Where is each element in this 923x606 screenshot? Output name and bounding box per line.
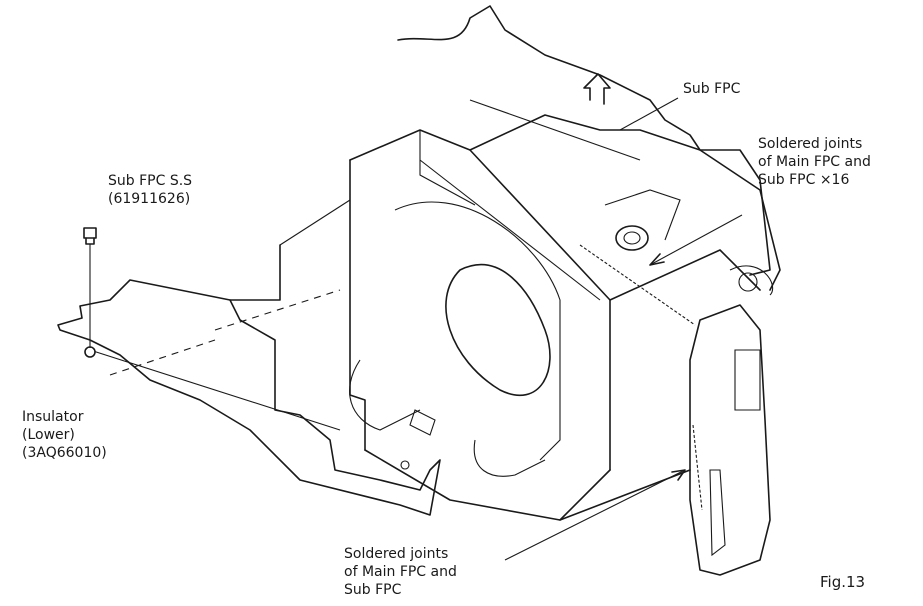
sub-fpc-label: Sub FPC (683, 81, 741, 97)
insulator-line-1: Insulator (22, 409, 84, 425)
top-mount (604, 189, 681, 251)
leader-lines (504, 97, 743, 561)
side-grip (689, 265, 774, 576)
soldered-top-line-3: Sub FPC ×16 (758, 172, 850, 188)
lift-arrow (583, 73, 611, 105)
soldered-bottom-line-3: Sub FPC (344, 582, 402, 598)
soldered-joints-top-label: Soldered joints of Main FPC and Sub FPC … (758, 135, 871, 189)
insulator-line-3: (3AQ66010) (22, 445, 107, 461)
soldered-top-line-2: of Main FPC and (758, 154, 871, 170)
insulator-line-2: (Lower) (22, 427, 75, 443)
sub-fpc-ss-label: Sub FPC S.S (61911626) (108, 172, 192, 208)
soldered-joints-bottom-label: Soldered joints of Main FPC and Sub FPC (344, 545, 457, 599)
soldered-bottom-line-2: of Main FPC and (344, 564, 457, 580)
solder-joints-row-top (579, 244, 696, 326)
insulator-plate (57, 279, 441, 516)
insulator-label: Insulator (Lower) (3AQ66010) (22, 408, 107, 462)
main-fpc-sheet (229, 199, 351, 301)
solder-joints-row-bottom (692, 424, 703, 511)
lens-opening (349, 201, 561, 477)
figure-number: Fig.13 (820, 573, 866, 591)
sub-fpc-screw (83, 227, 341, 376)
sub-fpc-ss-line-2: (61911626) (108, 191, 191, 207)
sub-fpc-sheet (397, 5, 771, 276)
soldered-top-line-1: Soldered joints (758, 136, 863, 152)
camera-body (349, 114, 781, 521)
soldered-bottom-line-1: Soldered joints (344, 546, 449, 562)
sub-fpc-ss-line-1: Sub FPC S.S (108, 173, 193, 189)
